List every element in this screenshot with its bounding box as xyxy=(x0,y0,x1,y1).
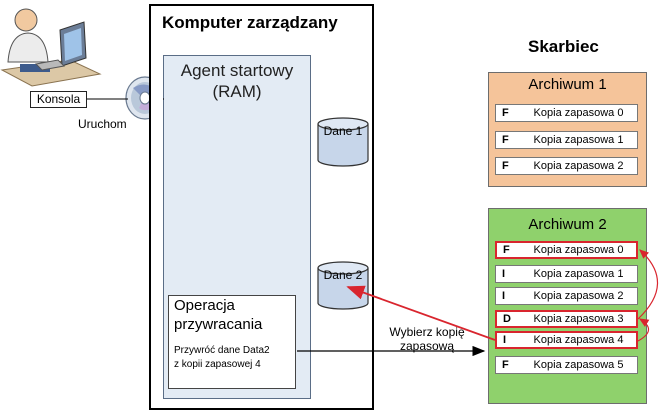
archive-2-backup-3[interactable]: D Kopia zapasowa 3 xyxy=(495,310,638,328)
backup-type: F xyxy=(502,359,509,371)
archive-1-backup-2[interactable]: F Kopia zapasowa 2 xyxy=(495,157,638,175)
archive-1-title: Archiwum 1 xyxy=(528,76,607,93)
restore-desc-line1: Przywróć dane Data2 xyxy=(174,345,270,356)
restore-operation-box xyxy=(168,295,296,389)
backup-name: Kopia zapasowa 5 xyxy=(533,359,624,371)
choose-backup-label: Wybierz kopię zapasową xyxy=(375,325,479,353)
run-label: Uruchom xyxy=(78,117,127,131)
console-label: Konsola xyxy=(30,91,87,108)
backup-name: Kopia zapasowa 4 xyxy=(533,334,624,346)
restore-data-arrow xyxy=(346,285,496,341)
boot-agent-title-line2: (RAM) xyxy=(212,82,262,101)
archive-1-backup-0[interactable]: F Kopia zapasowa 0 xyxy=(495,104,638,122)
backup-name: Kopia zapasowa 0 xyxy=(533,244,624,256)
archive-2-backup-2[interactable]: I Kopia zapasowa 2 xyxy=(495,287,638,305)
restore-desc-line2: z kopii zapasowej 4 xyxy=(174,359,261,370)
boot-agent-title: Agent startowy (RAM) xyxy=(163,60,311,102)
backup-type: I xyxy=(502,290,506,302)
restore-operation-description: Przywróć dane Data2 z kopii zapasowej 4 xyxy=(174,344,294,372)
choose-backup-line2: zapasową xyxy=(399,339,455,353)
backup-name: Kopia zapasowa 0 xyxy=(533,107,624,119)
boot-agent-title-line1: Agent startowy xyxy=(180,61,294,80)
data-disk-2-label: Dane 2 xyxy=(323,268,363,282)
backup-type: D xyxy=(503,313,511,325)
archive-1-backup-1[interactable]: F Kopia zapasowa 1 xyxy=(495,131,638,149)
archive-2-backup-5[interactable]: F Kopia zapasowa 5 xyxy=(495,356,638,374)
backup-name: Kopia zapasowa 1 xyxy=(533,134,624,146)
backup-type: F xyxy=(502,134,509,146)
data-disk-1-label: Dane 1 xyxy=(323,124,363,138)
archive-2-backup-1[interactable]: I Kopia zapasowa 1 xyxy=(495,265,638,283)
backup-type: I xyxy=(502,268,506,280)
restore-title-line1: Operacja xyxy=(174,297,235,314)
backup-name: Kopia zapasowa 2 xyxy=(533,290,624,302)
backup-type: I xyxy=(503,334,507,346)
backup-type: F xyxy=(502,160,509,172)
backup-type: F xyxy=(502,107,509,119)
restore-title-line2: przywracania xyxy=(174,316,263,333)
managed-computer-title: Komputer zarządzany xyxy=(162,13,338,32)
archive-2-backup-0[interactable]: F Kopia zapasowa 0 xyxy=(495,241,638,259)
choose-backup-line1: Wybierz kopię xyxy=(389,325,465,339)
vault-title: Skarbiec xyxy=(528,37,599,56)
data-disk-1-icon xyxy=(317,117,369,167)
dependency-arc-4-3 xyxy=(637,318,650,342)
restore-operation-title: Operacja przywracania xyxy=(174,296,294,334)
dependency-arc-3-0 xyxy=(637,249,659,320)
backup-name: Kopia zapasowa 2 xyxy=(533,160,624,172)
archive-2-title: Archiwum 2 xyxy=(528,216,607,233)
backup-name: Kopia zapasowa 3 xyxy=(533,313,624,325)
backup-name: Kopia zapasowa 1 xyxy=(533,268,624,280)
backup-type: F xyxy=(503,244,510,256)
archive-2-backup-4[interactable]: I Kopia zapasowa 4 xyxy=(495,331,638,349)
